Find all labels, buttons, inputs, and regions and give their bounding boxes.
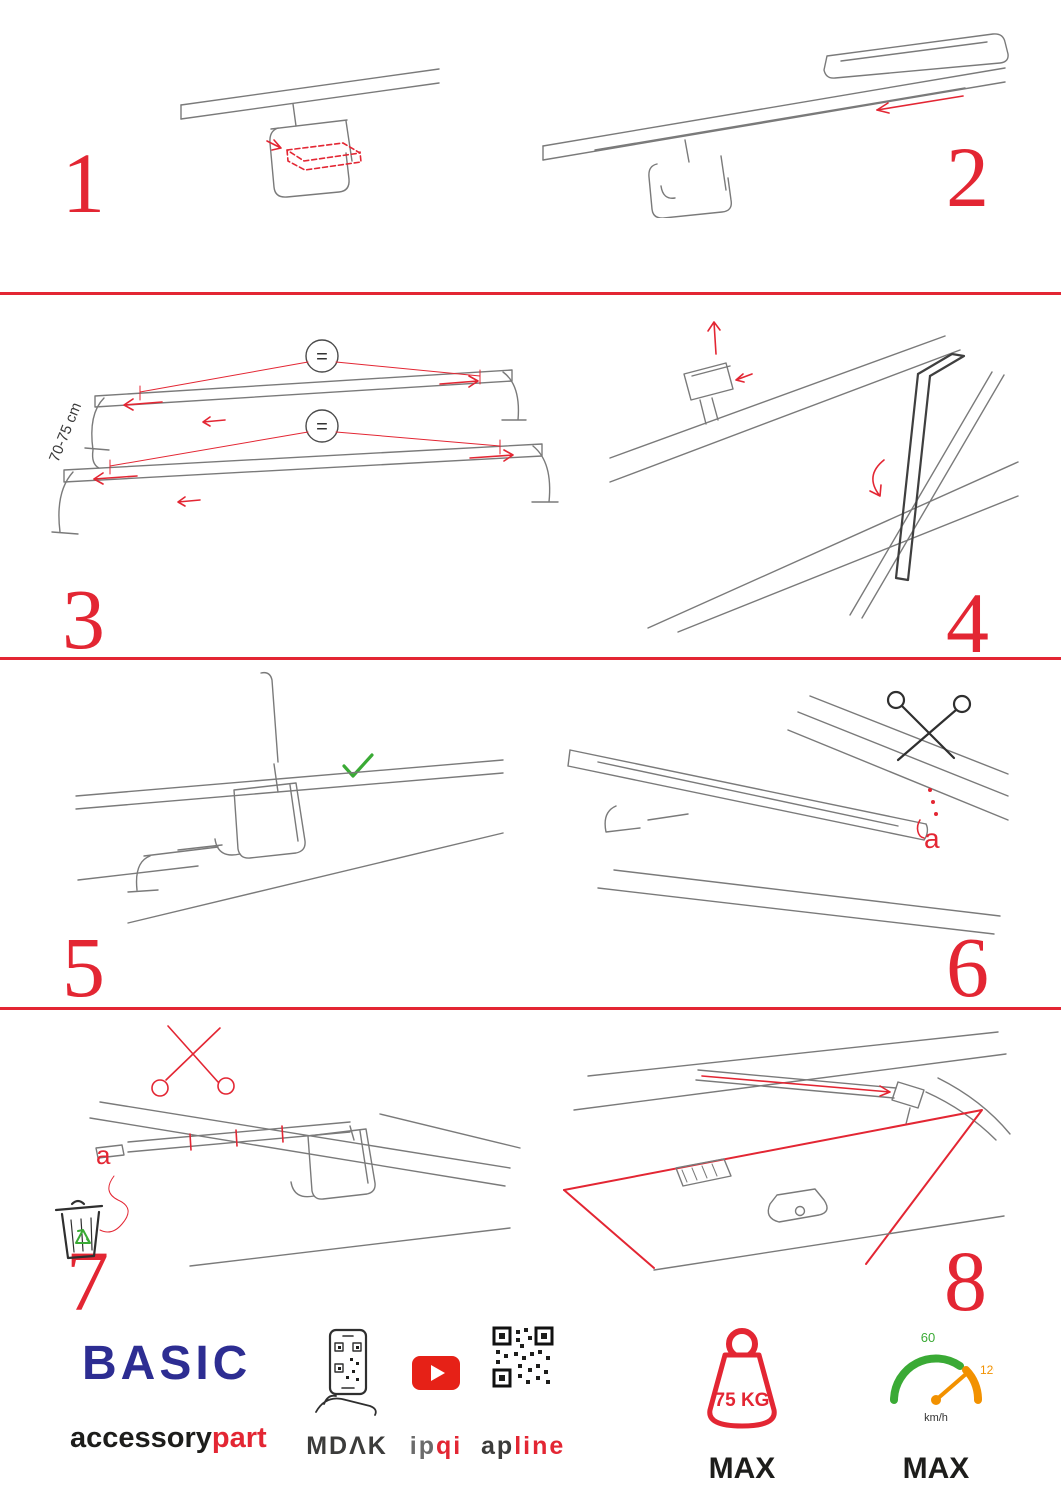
- step-3-illustration: = = 70-75 cm: [46, 339, 559, 535]
- rubber-pad-highlight: [266, 139, 362, 171]
- phone-qr-icon: [315, 1328, 377, 1416]
- accessorypart-black: accessory: [70, 1422, 212, 1454]
- load-max-label: MAX: [708, 1452, 776, 1485]
- speed-max-label: MAX: [902, 1452, 970, 1485]
- step-5-illustration: [75, 671, 504, 924]
- step-1-illustration: [180, 68, 440, 198]
- qr-code-icon: [492, 1326, 554, 1388]
- scissors-icon-red: [151, 1025, 235, 1097]
- step-8-illustration: [563, 1031, 1011, 1271]
- equal-spacing-circle-2: [305, 409, 339, 443]
- step-3-number: 3: [62, 571, 105, 667]
- step-4-illustration: [609, 321, 1019, 633]
- step-7-number: 7: [66, 1233, 109, 1329]
- dimension-arrows: [93, 375, 514, 507]
- step-4-number: 4: [946, 575, 989, 671]
- scissors-icon: [886, 690, 972, 762]
- cut-strip-highlight: [916, 819, 925, 839]
- youtube-icon: [412, 1356, 460, 1390]
- bar-direction-arrow: [701, 1075, 891, 1097]
- mdak-label: MDΛK: [306, 1432, 388, 1460]
- trash-bin-icon: [54, 1199, 104, 1260]
- step-8-number: 8: [944, 1233, 987, 1329]
- apline-label: apline: [481, 1432, 566, 1460]
- section-divider-2: [0, 657, 1061, 660]
- slide-direction-arrow: [876, 95, 964, 114]
- equal-sign-1: =: [316, 346, 328, 368]
- step-5-number: 5: [62, 919, 105, 1015]
- step-1-number: 1: [62, 135, 105, 231]
- play-icon: [431, 1365, 445, 1381]
- speed-needle: [934, 1372, 968, 1402]
- check-icon: [342, 753, 374, 778]
- part-label-a: a: [924, 823, 940, 854]
- equal-spacing-circle-1: [305, 339, 339, 373]
- equal-sign-2: =: [316, 416, 328, 438]
- load-limit-label: 75 KG: [715, 1390, 770, 1411]
- roof-zone-outline: [563, 1109, 983, 1269]
- step-6-illustration: a: [567, 690, 1009, 935]
- part-label-a: a: [96, 1140, 111, 1170]
- step-2-number: 2: [946, 129, 989, 225]
- section-divider-3: [0, 1007, 1061, 1010]
- speed-tick-high: 120: [980, 1363, 994, 1377]
- distance-label: 70-75 cm: [46, 400, 85, 464]
- step-7-illustration: a: [54, 1025, 521, 1267]
- step-2-illustration: [542, 33, 1009, 218]
- step-6-number: 6: [946, 919, 989, 1015]
- accessorypart-red: part: [211, 1422, 267, 1454]
- lift-arrow: [707, 321, 721, 355]
- accessorypart-logo: accessorypart: [70, 1422, 267, 1455]
- ipqi-label: ipqi: [409, 1432, 463, 1460]
- turn-arrow: [869, 459, 885, 497]
- weight-icon: 75 KG: [707, 1328, 777, 1429]
- section-divider-1: [0, 292, 1061, 295]
- recycle-icon: [75, 1229, 91, 1244]
- speedometer-icon: 60 120 km/h: [890, 1330, 994, 1424]
- speed-tick-low: 60: [921, 1330, 935, 1345]
- allen-key: [894, 352, 966, 582]
- basic-logo: BASIC: [82, 1337, 252, 1390]
- speed-unit-label: km/h: [924, 1412, 948, 1424]
- cut-piece: [95, 1144, 125, 1159]
